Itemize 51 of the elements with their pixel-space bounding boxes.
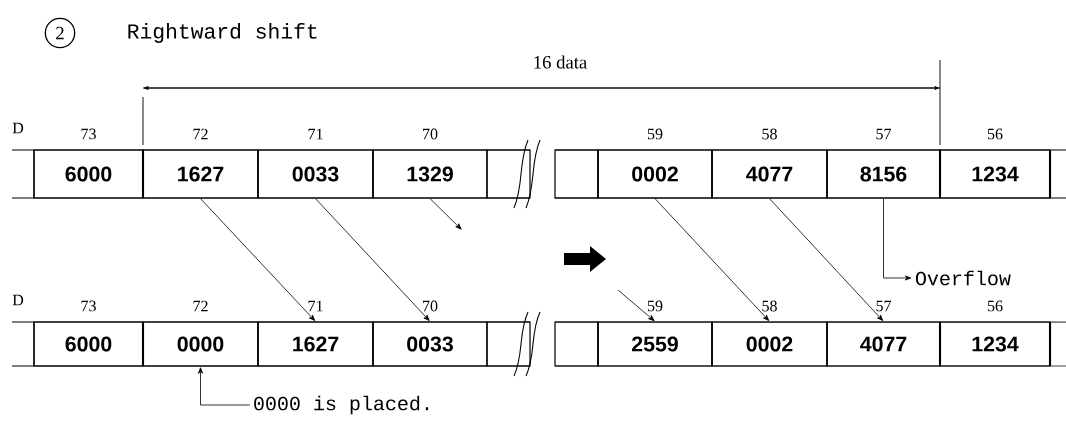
memory-cell: 0033	[372, 321, 488, 367]
memory-cell: 1329	[372, 149, 488, 199]
memory-cell: 0033	[257, 149, 374, 199]
arrow	[200, 198, 316, 321]
memory-cell: 6000	[33, 321, 144, 367]
register-label: D	[12, 294, 24, 306]
memory-cell: 1627	[257, 321, 374, 367]
address-number: 70	[423, 300, 438, 312]
memory-cell: 4077	[711, 149, 828, 199]
address-number: 71	[308, 128, 323, 140]
address-number: 58	[762, 300, 777, 312]
title: Rightward shift	[128, 23, 317, 43]
memory-cell: 2559	[597, 321, 713, 367]
memory-cell	[554, 149, 599, 199]
arrow	[883, 198, 912, 281]
memory-cell: 0002	[711, 321, 828, 367]
memory-cell: 6000	[33, 149, 144, 199]
memory-cell: 4077	[826, 321, 941, 367]
memory-cell	[554, 321, 599, 367]
memory-cell: 8156	[826, 149, 941, 199]
arrow	[654, 198, 770, 321]
memory-cell: 0000	[141, 321, 259, 367]
address-number: 71	[308, 300, 323, 312]
address-number: 59	[647, 300, 663, 312]
note: 0000 is placed.	[254, 395, 429, 415]
address-number: 56	[987, 128, 1003, 140]
address-number: 73	[81, 300, 96, 312]
memory-cell: 0002	[597, 149, 713, 199]
address-number: 57	[876, 300, 892, 312]
memory-cell: 1234	[938, 321, 1051, 367]
step-number: 2	[44, 17, 76, 49]
address-number: 72	[193, 128, 208, 140]
leader-line	[198, 367, 251, 406]
dimension-label: 16 data	[534, 55, 587, 69]
address-number: 58	[762, 128, 777, 140]
address-number: 59	[647, 128, 663, 140]
arrow	[429, 198, 462, 230]
arrow	[617, 289, 655, 322]
address-number: 73	[81, 128, 96, 140]
note: Overflow	[915, 270, 1011, 286]
address-number: 72	[193, 300, 208, 312]
register-label: D	[12, 122, 24, 134]
memory-cell	[486, 321, 531, 367]
memory-cell	[486, 149, 531, 199]
arrow	[769, 198, 884, 321]
address-number: 70	[423, 128, 438, 140]
memory-cell: 1234	[938, 149, 1051, 199]
address-number: 56	[987, 300, 1003, 312]
address-number: 57	[876, 128, 892, 140]
arrow	[315, 198, 430, 321]
memory-cell: 1627	[141, 149, 259, 199]
